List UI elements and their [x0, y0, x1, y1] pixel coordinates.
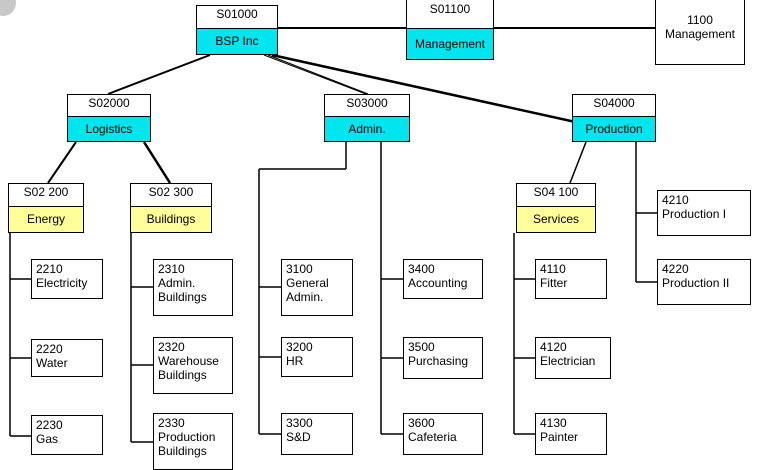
node-code: S02 200 [23, 185, 69, 199]
node-code: S01000 [216, 7, 258, 21]
leaf-label: Production [158, 430, 216, 444]
corner-circle-decoration [0, 0, 16, 16]
node-name: Buildings [131, 206, 211, 232]
node-name: Services [517, 206, 595, 232]
node-code: S04 100 [533, 185, 579, 199]
leaf-code: 3300 [286, 416, 313, 430]
leaf-label: Electrician [540, 354, 596, 368]
connector-line [263, 54, 367, 95]
leaf-code: 2330 [158, 416, 185, 430]
leaf-label: General [286, 276, 329, 290]
connector-line [267, 54, 369, 95]
leaf-code: 3400 [408, 262, 435, 276]
leaf-label: Electricity [36, 276, 88, 290]
leaf-label: Water [36, 356, 68, 370]
leaf-label: Fitter [540, 276, 568, 290]
connector-line [142, 141, 172, 184]
leaf-label: Cafeteria [408, 430, 457, 444]
leaf-label: Gas [36, 432, 59, 446]
leaf-code: 2230 [36, 418, 63, 432]
leaf-label: S&D [286, 430, 311, 444]
leaf-code: 3200 [286, 340, 313, 354]
leaf-code: 3600 [408, 416, 435, 430]
node-code: S02 300 [148, 185, 194, 199]
node-code: S01100 [429, 2, 471, 16]
leaf-code: 2320 [158, 340, 185, 354]
leaf-code: 3100 [286, 262, 313, 276]
connector-line [569, 141, 587, 184]
node-code: S02000 [88, 96, 130, 110]
leaf-label: Buildings [158, 290, 207, 304]
leaf-label: HR [286, 354, 304, 368]
node-name: Management [407, 28, 493, 59]
leaf-code: 4120 [540, 340, 567, 354]
leaf-code: 1100 [687, 13, 713, 27]
leaf-label: Accounting [408, 276, 468, 290]
node-name: Production [573, 116, 655, 141]
connector-line [271, 53, 581, 125]
leaf-label: Management [664, 27, 736, 41]
node-name: BSP Inc [197, 28, 277, 54]
leaf-label: Production I [662, 207, 727, 221]
connector-line [47, 141, 77, 184]
leaf-code: 4110 [540, 262, 566, 276]
leaf-label: Purchasing [408, 354, 469, 368]
connector-line [107, 54, 211, 95]
leaf-label: Admin. [286, 290, 324, 304]
leaf-label: Warehouse [158, 354, 219, 368]
leaf-code: 4210 [662, 193, 689, 207]
leaf-code: 4130 [540, 416, 567, 430]
leaf-label: Production II [662, 276, 730, 290]
leaf-label: Admin. [158, 276, 196, 290]
node-code: S04000 [593, 96, 635, 110]
leaf-code: 4220 [662, 262, 689, 276]
leaf-code: 3500 [408, 340, 435, 354]
leaf-code: 2210 [36, 262, 63, 276]
leaf-label: Buildings [158, 444, 207, 458]
leaf-code: 2310 [158, 262, 185, 276]
node-name: Logistics [68, 116, 150, 141]
leaf-label: Painter [540, 430, 579, 444]
node-name: Energy [9, 206, 83, 232]
leaf-label: Buildings [158, 368, 207, 382]
leaf-code: 2220 [36, 342, 63, 356]
node-code: S03000 [346, 96, 388, 110]
node-name: Admin. [325, 116, 409, 141]
